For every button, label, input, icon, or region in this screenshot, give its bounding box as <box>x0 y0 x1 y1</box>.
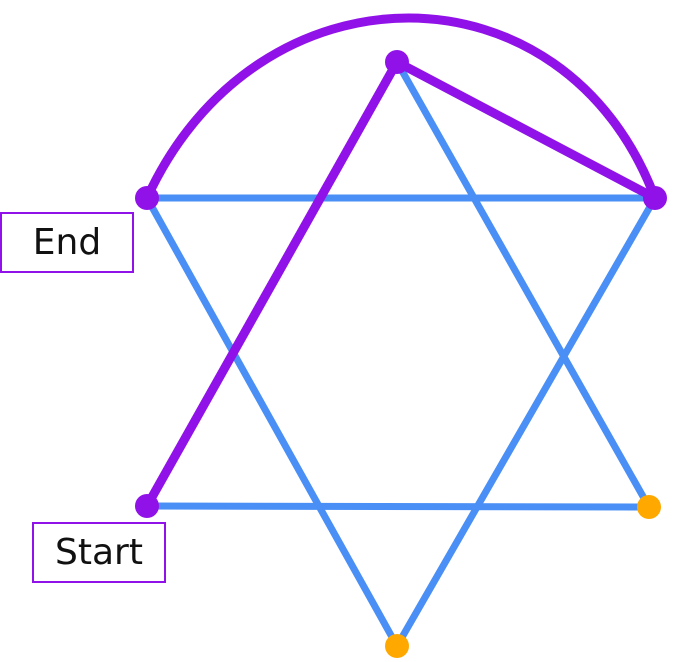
path-segment-lower-left-top <box>142 57 402 511</box>
edge-upper-left-bottom <box>143 194 401 650</box>
vertex-lower-right <box>637 495 661 519</box>
end-label-text: End <box>32 222 102 263</box>
path-segment-top-upper-right <box>392 57 660 203</box>
traversal-path <box>142 13 660 511</box>
vertex-upper-right <box>643 186 667 210</box>
start-label: Start <box>32 522 166 583</box>
edge-lower-left-lower-right <box>143 502 653 511</box>
end-label: End <box>0 212 134 273</box>
vertices <box>135 50 667 658</box>
vertex-lower-left <box>135 494 159 518</box>
edge-top-lower-right <box>393 58 653 511</box>
vertex-bottom <box>385 634 409 658</box>
vertex-top <box>385 50 409 74</box>
start-label-text: Start <box>55 532 143 573</box>
vertex-upper-left <box>135 186 159 210</box>
edge-bottom-upper-right <box>393 194 659 650</box>
path-segment-upper-right-upper-left <box>142 13 660 203</box>
star-edges <box>143 58 659 650</box>
